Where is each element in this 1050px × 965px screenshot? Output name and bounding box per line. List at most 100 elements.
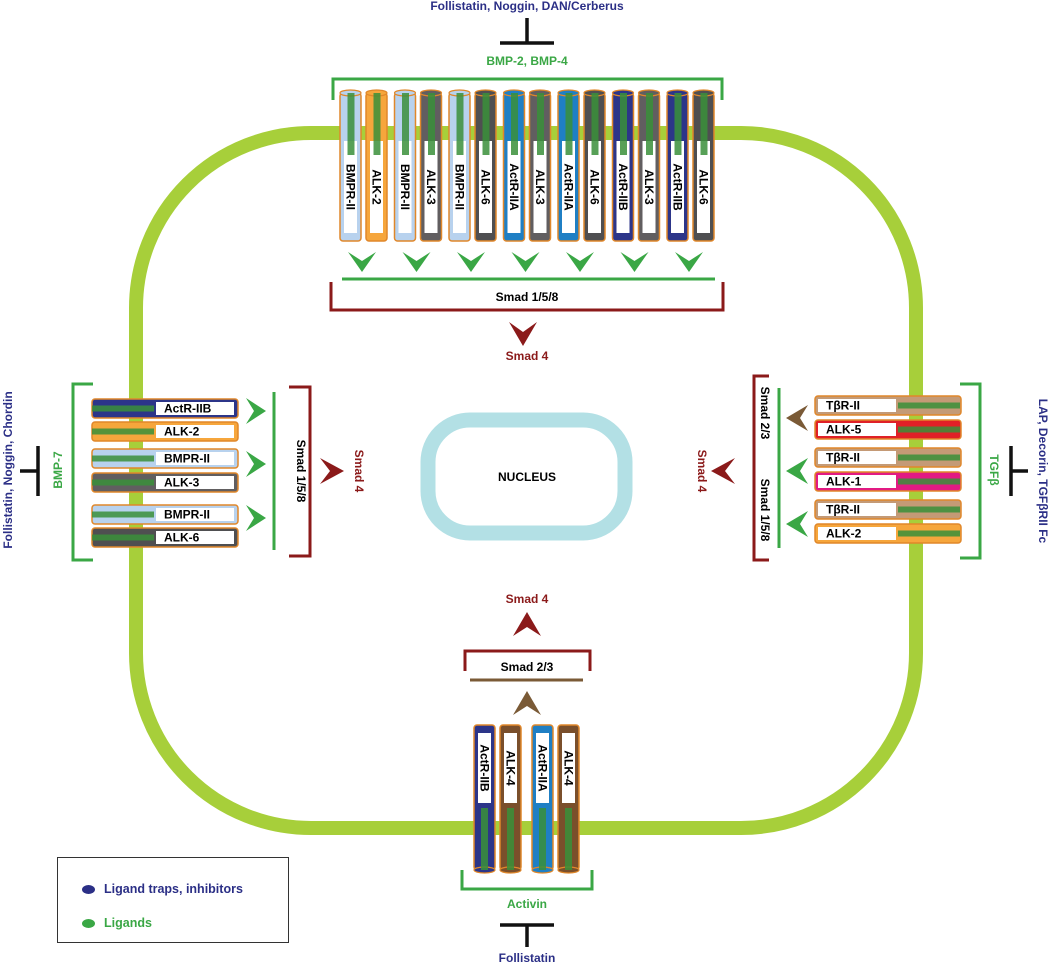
right-ligands-label: TGFβ: [987, 454, 1001, 485]
left-receptor-alk-3-3: ALK-3: [91, 472, 239, 493]
ligand-dot-icon: [82, 919, 95, 928]
nucleus-label: NUCLEUS: [498, 470, 556, 484]
left-activation-arrow-icon: [246, 398, 266, 424]
right-receptor-label: TβR-II: [826, 399, 860, 413]
bottom-smad-bracket: [463, 649, 592, 671]
top-receptor-alk-2-1: ALK-2: [365, 89, 388, 242]
top-receptor-label: BMPR-II: [453, 164, 467, 210]
right-receptor-label: ALK-5: [826, 423, 862, 437]
top-activation-arrow-icon: [511, 252, 540, 272]
top-receptor-alk-3-11: ALK-3: [637, 89, 661, 242]
top-receptor-label: ActR-IIB: [671, 163, 685, 211]
right-receptor-alk-1-3: ALK-1: [814, 471, 962, 492]
top-activation-arrow-icon: [675, 252, 703, 272]
top-receptor-bmpr-ii-2: BMPR-II: [393, 89, 417, 242]
legend-item-ligands: Ligands: [82, 916, 152, 930]
top-receptor-label: ActR-IIA: [562, 163, 576, 211]
top-receptor-group: BMPR-II ALK-2 BMPR-II ALK-3 BMPR-II ALK-6 ActR…: [339, 89, 715, 242]
right-receptor-t-r-ii-0: TβR-II: [814, 395, 962, 416]
top-receptor-bmpr-ii-0: BMPR-II: [339, 89, 362, 242]
top-receptor-actr-iia-6: ActR-IIA: [502, 89, 526, 242]
left-receptor-label: BMPR-II: [164, 452, 210, 466]
bottom-receptor-label: ActR-IIB: [478, 744, 492, 792]
top-receptor-label: ALK-3: [533, 169, 547, 205]
right-receptor-label: TβR-II: [826, 503, 860, 517]
top-receptor-alk-3-3: ALK-3: [419, 89, 443, 242]
left-receptor-alk-6-5: ALK-6: [91, 527, 239, 548]
bottom-smad23-arrow-icon: [513, 691, 541, 715]
bottom-receptor-alk-4-3: ALK-4: [557, 724, 580, 874]
left-ligands-label: BMP-7: [51, 451, 65, 489]
top-receptor-label: ALK-6: [588, 169, 602, 205]
top-smad-bracket: [329, 282, 725, 312]
inhibitor-dot-icon: [82, 885, 95, 894]
legend-label-inhibitors: Ligand traps, inhibitors: [104, 882, 243, 896]
right-receptor-t-r-ii-2: TβR-II: [814, 447, 962, 468]
top-receptor-label: ALK-2: [370, 169, 384, 205]
top-receptor-bmpr-ii-4: BMPR-II: [448, 89, 471, 242]
left-receptor-bmpr-ii-4: BMPR-II: [91, 504, 239, 525]
left-receptor-label: ActR-IIB: [164, 402, 212, 416]
bottom-receptor-label: ActR-IIA: [536, 744, 550, 792]
right-smad4-label: Smad 4: [695, 450, 709, 493]
top-activation-arrow-icon: [402, 252, 431, 272]
right-receptor-label: TβR-II: [826, 451, 860, 465]
right-activation-arrow-icon: [786, 458, 808, 484]
top-receptor-label: ALK-3: [642, 169, 656, 205]
left-receptor-label: BMPR-II: [164, 508, 210, 522]
right-smad23-arrow-icon: [786, 405, 808, 431]
bottom-ligand-bracket: [460, 870, 594, 891]
top-activation-arrow-icon: [566, 252, 594, 272]
top-receptor-alk-6-9: ALK-6: [583, 89, 606, 242]
right-inhibitors-label: LAP, Decorin, TGFβRII Fc: [1036, 399, 1050, 544]
bottom-receptor-actr-iia-2: ActR-IIA: [531, 724, 554, 874]
top-smad4-arrow-icon: [509, 322, 537, 346]
left-activation-arrow-icon: [246, 505, 266, 531]
top-ligands-label: BMP-2, BMP-4: [486, 54, 568, 68]
right-activation-arrow-icon: [786, 511, 808, 537]
right-receptor-label: ALK-2: [826, 527, 862, 541]
top-receptor-label: ALK-3: [424, 169, 438, 205]
right-receptor-t-r-ii-4: TβR-II: [814, 499, 962, 520]
left-smad4-arrow-icon: [320, 458, 344, 484]
legend-item-inhibitors: Ligand traps, inhibitors: [82, 882, 243, 896]
top-receptor-label: ActR-IIA: [507, 163, 521, 211]
right-smad4-arrow-icon: [711, 458, 735, 484]
top-receptor-alk-6-5: ALK-6: [474, 89, 497, 242]
top-inhibition-symbol: [500, 18, 554, 45]
right-smad-bracket: [752, 374, 769, 562]
top-receptor-label: BMPR-II: [344, 164, 358, 210]
top-activation-arrow-icon: [620, 252, 649, 272]
right-smad23-label: Smad 2/3: [758, 387, 772, 440]
right-receptor-alk-2-5: ALK-2: [814, 523, 962, 544]
left-receptor-label: ALK-2: [164, 425, 200, 439]
right-receptor-label: ALK-1: [826, 475, 862, 489]
top-receptor-alk-3-7: ALK-3: [528, 89, 552, 242]
right-receptor-alk-5-1: ALK-5: [814, 419, 962, 440]
left-receptor-alk-2-1: ALK-2: [91, 421, 239, 442]
top-receptor-label: ActR-IIB: [616, 163, 630, 211]
top-inhibitors-label: Follistatin, Noggin, DAN/Cerberus: [430, 0, 624, 13]
top-activation-arrow-icon: [348, 252, 376, 272]
right-ligand-bracket: [960, 382, 982, 560]
legend-label-ligands: Ligands: [104, 916, 152, 930]
left-receptor-bmpr-ii-2: BMPR-II: [91, 448, 239, 469]
top-smad4-label: Smad 4: [506, 349, 549, 363]
left-activation-arrow-icon: [246, 451, 266, 477]
top-receptor-actr-iia-8: ActR-IIA: [557, 89, 580, 242]
bottom-receptor-actr-iib-0: ActR-IIB: [473, 724, 496, 874]
left-receptor-label: ALK-3: [164, 476, 200, 490]
bottom-receptor-label: ALK-4: [504, 750, 518, 786]
top-receptor-actr-iib-12: ActR-IIB: [666, 89, 689, 242]
bottom-smad4-label: Smad 4: [506, 592, 549, 606]
bottom-inhibitors-label: Follistatin: [499, 951, 556, 965]
bottom-smad-label: Smad 2/3: [501, 660, 554, 674]
top-receptor-actr-iib-10: ActR-IIB: [611, 89, 635, 242]
bottom-inhibition-symbol: [500, 923, 554, 947]
left-smad-label: Smad 1/5/8: [294, 440, 308, 503]
arrows-and-brackets: [246, 252, 808, 715]
left-smad-bracket: [289, 385, 312, 558]
